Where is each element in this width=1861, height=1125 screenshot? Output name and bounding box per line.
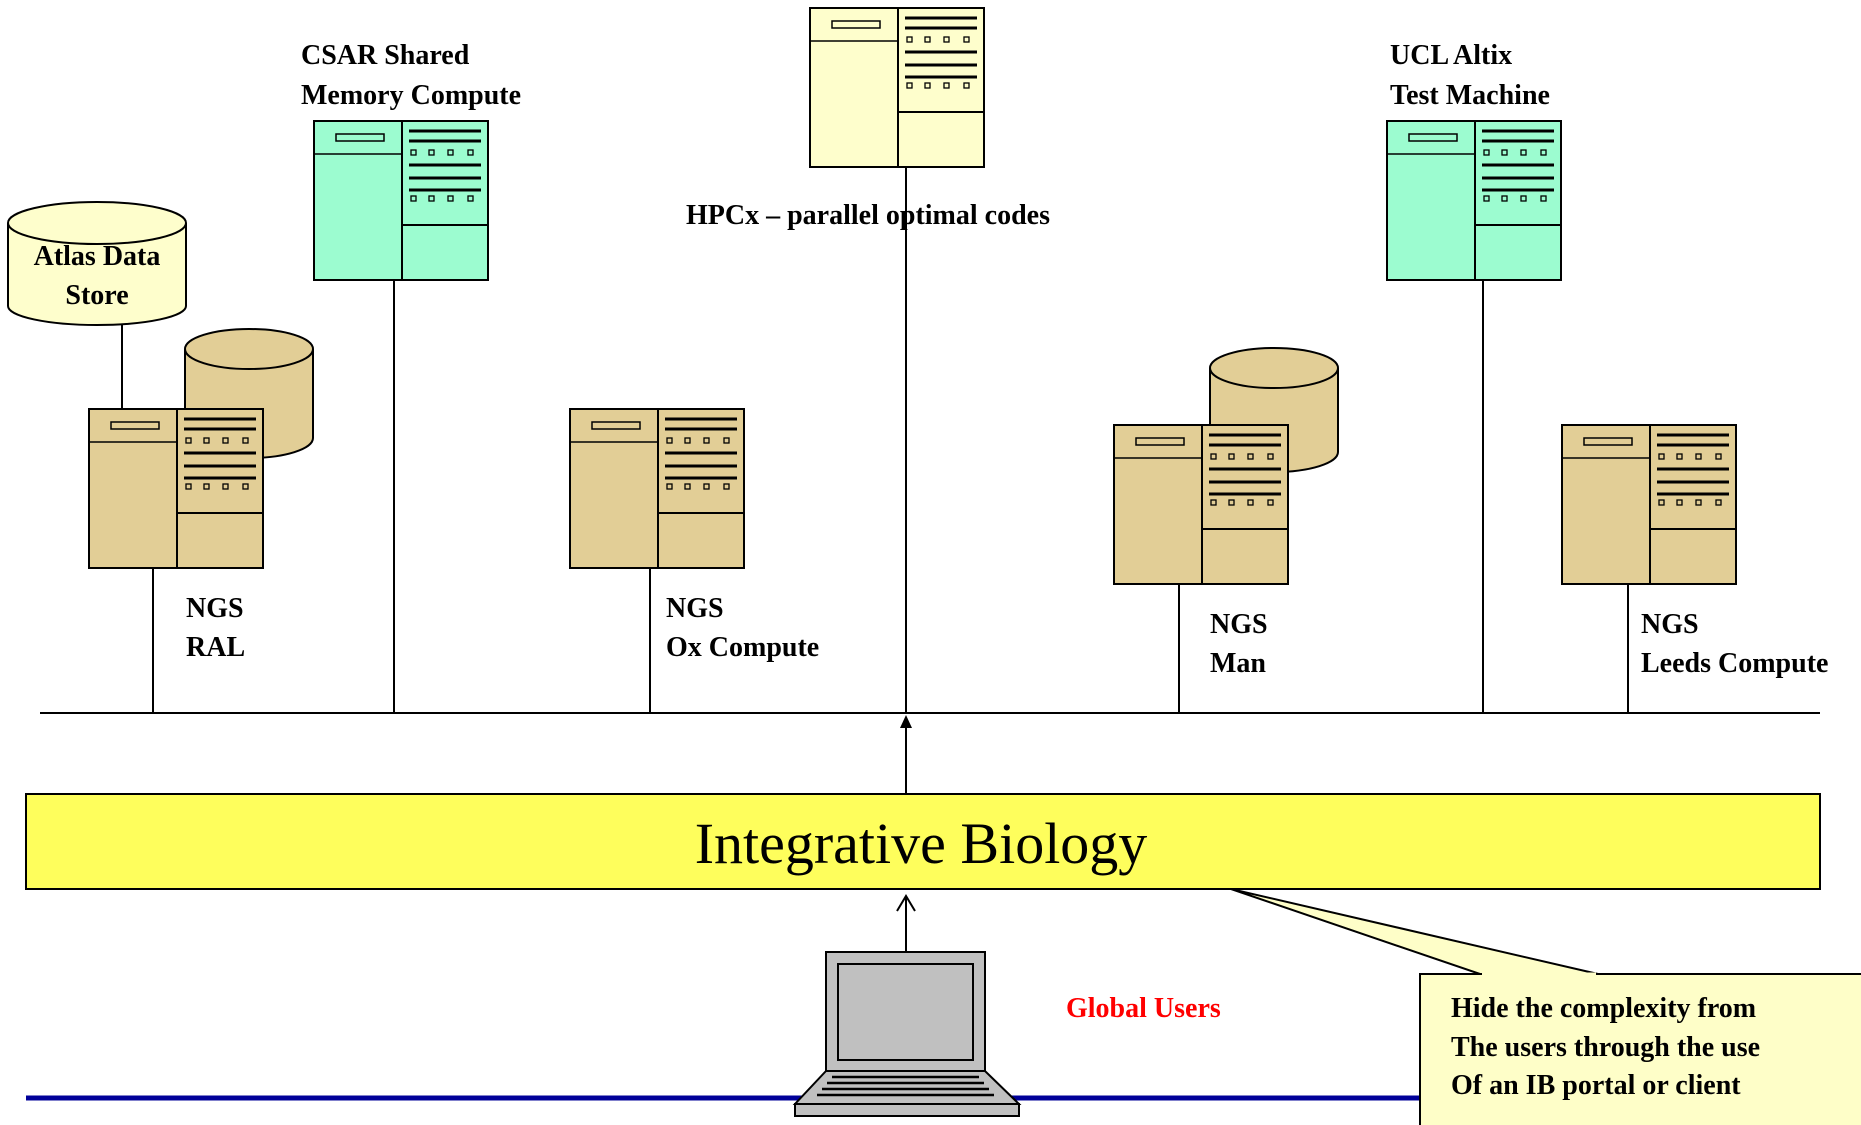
server-ngs-ox bbox=[569, 408, 745, 569]
ngs-man-label-line2: Man bbox=[1210, 648, 1266, 679]
server-csar bbox=[313, 120, 489, 281]
hpcx-label: HPCx – parallel optimal codes bbox=[686, 200, 1050, 231]
ngs-man-label-line1: NGS bbox=[1210, 609, 1268, 640]
server-ngs-ral bbox=[88, 408, 264, 569]
server-hpcx bbox=[809, 7, 985, 168]
global-users-label: Global Users bbox=[1066, 993, 1221, 1024]
ngs-ral-label-line1: NGS bbox=[186, 593, 244, 624]
ucl-label-line1: UCL Altix bbox=[1390, 40, 1512, 71]
server-ngs-leeds bbox=[1561, 424, 1737, 585]
ngs-ral-label-line2: RAL bbox=[186, 632, 245, 663]
callout-line2: The users through the use bbox=[1451, 1032, 1760, 1063]
integrative-biology-box bbox=[25, 793, 1821, 890]
ucl-label-line2: Test Machine bbox=[1390, 80, 1550, 111]
laptop-icon bbox=[792, 951, 1022, 1117]
ngs-man-storage-disk bbox=[1209, 347, 1339, 473]
ngs-ox-label-line1: NGS bbox=[666, 593, 724, 624]
callout-line1: Hide the complexity from bbox=[1451, 993, 1756, 1024]
callout-pointer bbox=[1230, 888, 1599, 975]
csar-label-line2: Memory Compute bbox=[301, 80, 521, 111]
laptop-arrowhead-icon bbox=[896, 894, 916, 912]
ib-arrowhead bbox=[900, 715, 912, 728]
atlas-label-line2: Store bbox=[65, 280, 128, 311]
ngs-ox-label-line2: Ox Compute bbox=[666, 632, 819, 663]
server-ngs-man bbox=[1113, 424, 1289, 585]
csar-label-line1: CSAR Shared bbox=[301, 40, 470, 71]
server-ucl-altix bbox=[1386, 120, 1562, 281]
callout-box bbox=[1419, 973, 1861, 1125]
ngs-leeds-label-line1: NGS bbox=[1641, 609, 1699, 640]
atlas-data-store bbox=[7, 201, 187, 326]
callout-line3: Of an IB portal or client bbox=[1451, 1070, 1741, 1101]
ngs-leeds-label-line2: Leeds Compute bbox=[1641, 648, 1828, 679]
integrative-biology-label: Integrative Biology bbox=[695, 811, 1148, 876]
atlas-label-line1: Atlas Data bbox=[34, 241, 161, 272]
